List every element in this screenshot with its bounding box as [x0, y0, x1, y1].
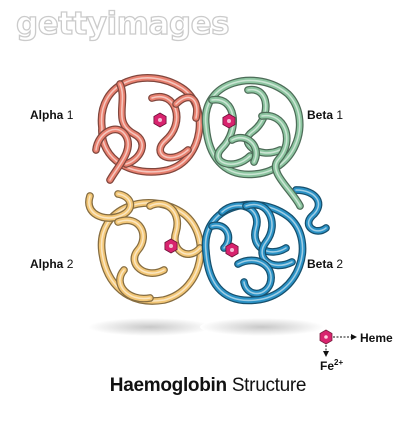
diagram-title: Haemoglobin Structure	[109, 375, 307, 396]
legend-heme-icon	[319, 329, 333, 345]
label-alpha1: Alpha 1	[30, 108, 74, 122]
label-beta1: Beta 1	[307, 108, 344, 122]
arrow-to-heme	[333, 334, 357, 340]
alpha1-subunit	[92, 74, 204, 184]
legend-heme-label: Heme	[360, 331, 393, 345]
alpha2-subunit	[85, 190, 205, 305]
label-alpha2: Alpha 2	[30, 257, 74, 271]
shadow-right	[200, 318, 324, 336]
shadow-left	[88, 318, 212, 336]
beta2-subunit	[201, 186, 330, 305]
legend-iron-label: Fe2+	[320, 358, 344, 373]
beta1-subunit	[201, 76, 304, 210]
label-beta2: Beta 2	[307, 257, 344, 271]
arrow-to-iron	[323, 345, 329, 357]
watermark: gettyimages	[15, 5, 230, 42]
